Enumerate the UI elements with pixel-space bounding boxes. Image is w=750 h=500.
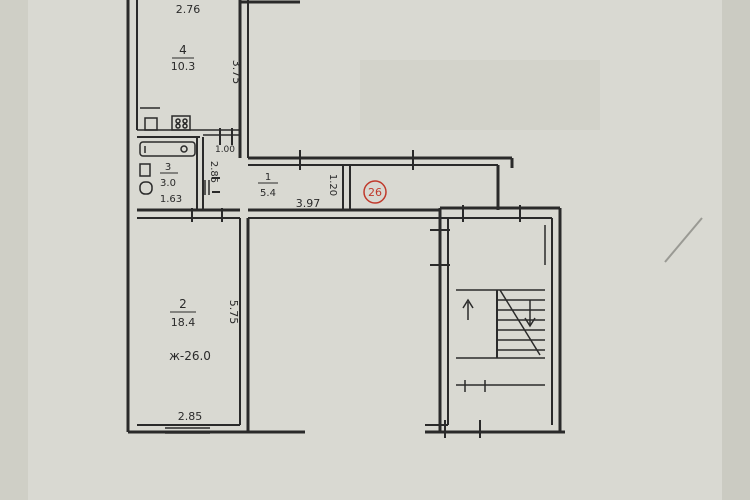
stove-burner-3 [175,123,181,129]
radiator [204,180,210,195]
stove-burner-1 [175,118,181,124]
room3-area: 3.0 [160,178,176,189]
room3-number: 3 [165,162,171,173]
room4-number: 4 [179,43,187,57]
dim-bath-width: 1.00 [215,145,235,155]
faint-smudge [360,60,600,130]
stove-icon [171,115,191,131]
paper-right-edge [722,0,750,500]
room4-area: 10.3 [171,60,196,73]
dim-bath-bottom: 1.63 [160,194,182,205]
stair-break-line [499,289,541,356]
bath-fixtures [139,141,196,195]
room2-area: 18.4 [171,316,196,329]
stove-burner-4 [182,123,188,129]
dim-room4-width: 2.76 [176,3,201,16]
arrow-up-head [462,298,474,309]
door-marks [191,128,521,438]
kitchen-fixtures [140,107,191,131]
room1-number: 1 [265,172,271,183]
arrow-down-head [524,317,536,328]
sink-icon [144,117,158,131]
dim-corridor-width: 1.20 [327,174,338,196]
stove-burner-2 [182,118,188,124]
staircase [456,289,545,392]
apartment-number: 26 [368,186,382,199]
apartment-number-circle [363,180,387,204]
dim-corridor-length: 3.97 [296,197,321,210]
dim-bath-length: 2.85 [208,161,219,183]
room2-number: 2 [179,297,187,311]
dim-room2-length: 5.75 [227,300,240,325]
drain-icon [180,145,188,153]
dim-room2-width: 2.85 [178,410,203,423]
living-area-label: ж-26.0 [169,349,211,363]
room1-area: 5.4 [260,188,276,199]
paper-left-edge [0,0,28,500]
toilet-icon [139,181,153,195]
dim-room4-length: 3.75 [230,60,243,85]
washbasin-icon [139,163,151,177]
pencil-mark [664,217,703,263]
bathtub-icon [139,141,196,157]
